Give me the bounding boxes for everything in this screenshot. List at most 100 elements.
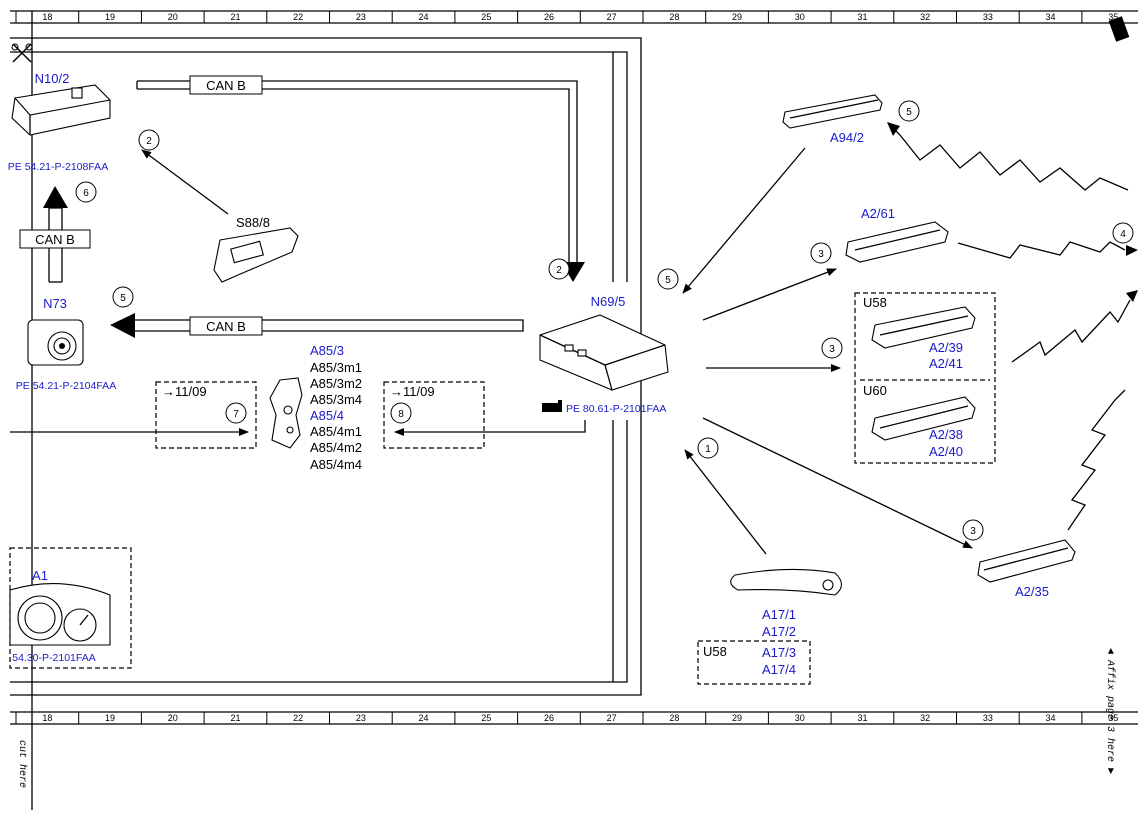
- a2-39-label: A2/39: [929, 340, 963, 355]
- a1-instrument-cluster: [9, 583, 111, 646]
- n10-2-ref: PE 54.21-P-2108FAA: [8, 161, 108, 173]
- date-note-left: →11/09: [162, 384, 207, 399]
- top-ruler-number: 20: [168, 12, 178, 22]
- a1-label: A1: [32, 568, 48, 583]
- callout-3c: 3: [962, 519, 984, 541]
- a85-3-label: A85/3: [310, 343, 344, 358]
- a2-35-label: A2/35: [1015, 584, 1049, 599]
- bottom-ruler-number: 32: [920, 713, 930, 723]
- top-ruler-number: 32: [920, 12, 930, 22]
- bottom-ruler-number: 24: [419, 713, 429, 723]
- a2-39-antenna: [871, 306, 976, 349]
- callout-4: 4: [1112, 222, 1134, 244]
- svg-text:3: 3: [829, 344, 835, 355]
- a2-40-label: A2/40: [929, 444, 963, 459]
- bottom-ruler-number: 19: [105, 713, 115, 723]
- top-ruler-number: 33: [983, 12, 993, 22]
- arrow-n69-to-a2-61: [702, 268, 837, 321]
- can-b-bus-n73: CAN B: [110, 313, 524, 338]
- s88-8-switch: [213, 227, 299, 283]
- a2-61-antenna: [845, 221, 949, 263]
- radio-zigzag-a2-35: [1067, 389, 1126, 531]
- callout-1: 1: [697, 437, 719, 459]
- top-ruler-number: 28: [669, 12, 679, 22]
- can-b-bus-left: CAN B: [19, 186, 91, 283]
- svg-text:8: 8: [398, 409, 404, 420]
- affix-text: ◄ Affix page 3 here ►: [1104, 648, 1116, 774]
- callout-2b: 2: [548, 258, 570, 280]
- s88-8-label: S88/8: [236, 215, 270, 230]
- n10-2-module: [11, 84, 111, 136]
- can-b-label-left: CAN B: [35, 232, 75, 247]
- bottom-ruler-number: 33: [983, 713, 993, 723]
- a17-3-label: A17/3: [762, 645, 796, 660]
- svg-text:4: 4: [1120, 229, 1126, 240]
- a1-ref: 54.30-P-2101FAA: [12, 652, 95, 664]
- a17-4-label: A17/4: [762, 662, 796, 677]
- svg-text:6: 6: [83, 188, 89, 199]
- radio-zigzag-a2-61: [957, 241, 1126, 259]
- bottom-ruler-number: 30: [795, 713, 805, 723]
- top-ruler-number: 25: [481, 12, 491, 22]
- u58-label-upper: U58: [863, 295, 887, 310]
- a85-3m4-label: A85/3m4: [310, 392, 362, 407]
- u58-u60-box: [854, 292, 996, 464]
- bottom-ruler-number: 25: [481, 713, 491, 723]
- a2-38-label: A2/38: [929, 427, 963, 442]
- bottom-ruler-number: 28: [669, 713, 679, 723]
- pointing-hand-icon: [542, 400, 562, 412]
- svg-text:5: 5: [120, 293, 126, 304]
- a85-4m4-label: A85/4m4: [310, 457, 362, 472]
- u60-label: U60: [863, 383, 887, 398]
- bottom-ruler-number: 21: [230, 713, 240, 723]
- svg-text:1: 1: [705, 444, 711, 455]
- a85-4-label: A85/4: [310, 408, 344, 423]
- n69-5-label: N69/5: [591, 294, 626, 309]
- scissors-icon: [11, 43, 33, 63]
- a1-box: [9, 547, 132, 669]
- arrow-n69-to-a2-35: [702, 417, 973, 549]
- u58-a17-box: [697, 640, 811, 685]
- top-ruler-number: 27: [607, 12, 617, 22]
- a2-41-label: A2/41: [929, 356, 963, 371]
- callout-5c: 5: [112, 286, 134, 308]
- top-ruler-number: 35: [1108, 12, 1118, 22]
- svg-text:3: 3: [818, 249, 824, 260]
- a2-38-antenna: [871, 396, 976, 441]
- n73-label: N73: [43, 296, 67, 311]
- top-ruler-number: 34: [1046, 12, 1056, 22]
- a85-3m2-label: A85/3m2: [310, 376, 362, 391]
- callout-6: 6: [75, 181, 97, 203]
- n69-5-ref: PE 80.61-P-2101FAA: [566, 403, 666, 415]
- can-b-label-top: CAN B: [206, 78, 246, 93]
- top-ruler-number: 18: [42, 12, 52, 22]
- svg-text:7: 7: [233, 409, 239, 420]
- bottom-ruler-number: 18: [42, 713, 52, 723]
- arrow-a17-to-n69: [684, 449, 767, 555]
- a85-3m1-label: A85/3m1: [310, 360, 362, 375]
- top-ruler-number: 26: [544, 12, 554, 22]
- cut-here-text: cut here: [16, 740, 28, 788]
- top-ruler-number: 21: [230, 12, 240, 22]
- radio-zigzag-a94: [889, 124, 1129, 191]
- callout-5a: 5: [898, 100, 920, 122]
- bottom-ruler-number: 22: [293, 713, 303, 723]
- arrow-a94-to-n69: [682, 147, 806, 294]
- top-ruler-number: 23: [356, 12, 366, 22]
- bottom-ruler-number: 35: [1108, 713, 1118, 723]
- svg-text:5: 5: [906, 107, 912, 118]
- a17-door-handle: [730, 568, 843, 596]
- top-ruler-number: 31: [857, 12, 867, 22]
- can-b-bus-top: CAN B: [136, 75, 585, 282]
- a94-2-antenna: [782, 94, 883, 129]
- n73-module: [27, 319, 84, 366]
- callout-5b: 5: [657, 268, 679, 290]
- bottom-ruler-number: 29: [732, 713, 742, 723]
- svg-text:2: 2: [146, 136, 152, 147]
- top-ruler-number: 30: [795, 12, 805, 22]
- bottom-ruler-number: 27: [607, 713, 617, 723]
- a85-4m1-label: A85/4m1: [310, 424, 362, 439]
- callout-3b: 3: [821, 337, 843, 359]
